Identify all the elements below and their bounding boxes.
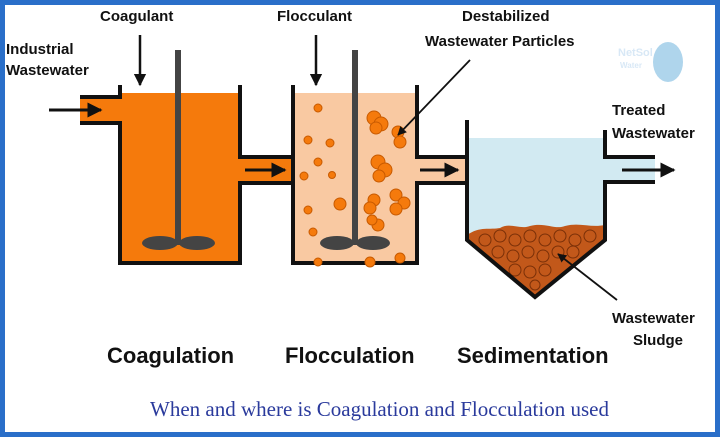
- particles-arrow: [397, 59, 471, 136]
- flocculation-tank: [291, 50, 467, 268]
- sedimentation-tank: [465, 120, 676, 300]
- stage-sedimentation: Sedimentation: [457, 343, 609, 368]
- sludge-label-1: Wastewater: [612, 310, 695, 327]
- svg-text:NetSol: NetSol: [618, 47, 653, 59]
- particles-label-1: Destabilized: [462, 8, 550, 25]
- sludge-arrow: [557, 253, 618, 301]
- flocculant-label: Flocculant: [277, 8, 352, 25]
- sludge-label-2: Sludge: [633, 332, 683, 349]
- particles-label-2: Wastewater Particles: [425, 33, 575, 50]
- caption: When and where is Coagulation and Floccu…: [150, 397, 609, 421]
- industrial-label-1: Industrial: [6, 41, 74, 58]
- treated-label-2: Wastewater: [612, 125, 695, 142]
- coagulant-label: Coagulant: [100, 8, 173, 25]
- treated-label-1: Treated: [612, 102, 665, 119]
- stage-flocculation: Flocculation: [285, 343, 415, 368]
- svg-text:Water: Water: [620, 61, 642, 70]
- netsol-logo: NetSol Water: [618, 42, 683, 82]
- stage-coagulation: Coagulation: [107, 343, 234, 368]
- coagulation-tank: [49, 50, 295, 265]
- industrial-label-2: Wastewater: [6, 62, 89, 79]
